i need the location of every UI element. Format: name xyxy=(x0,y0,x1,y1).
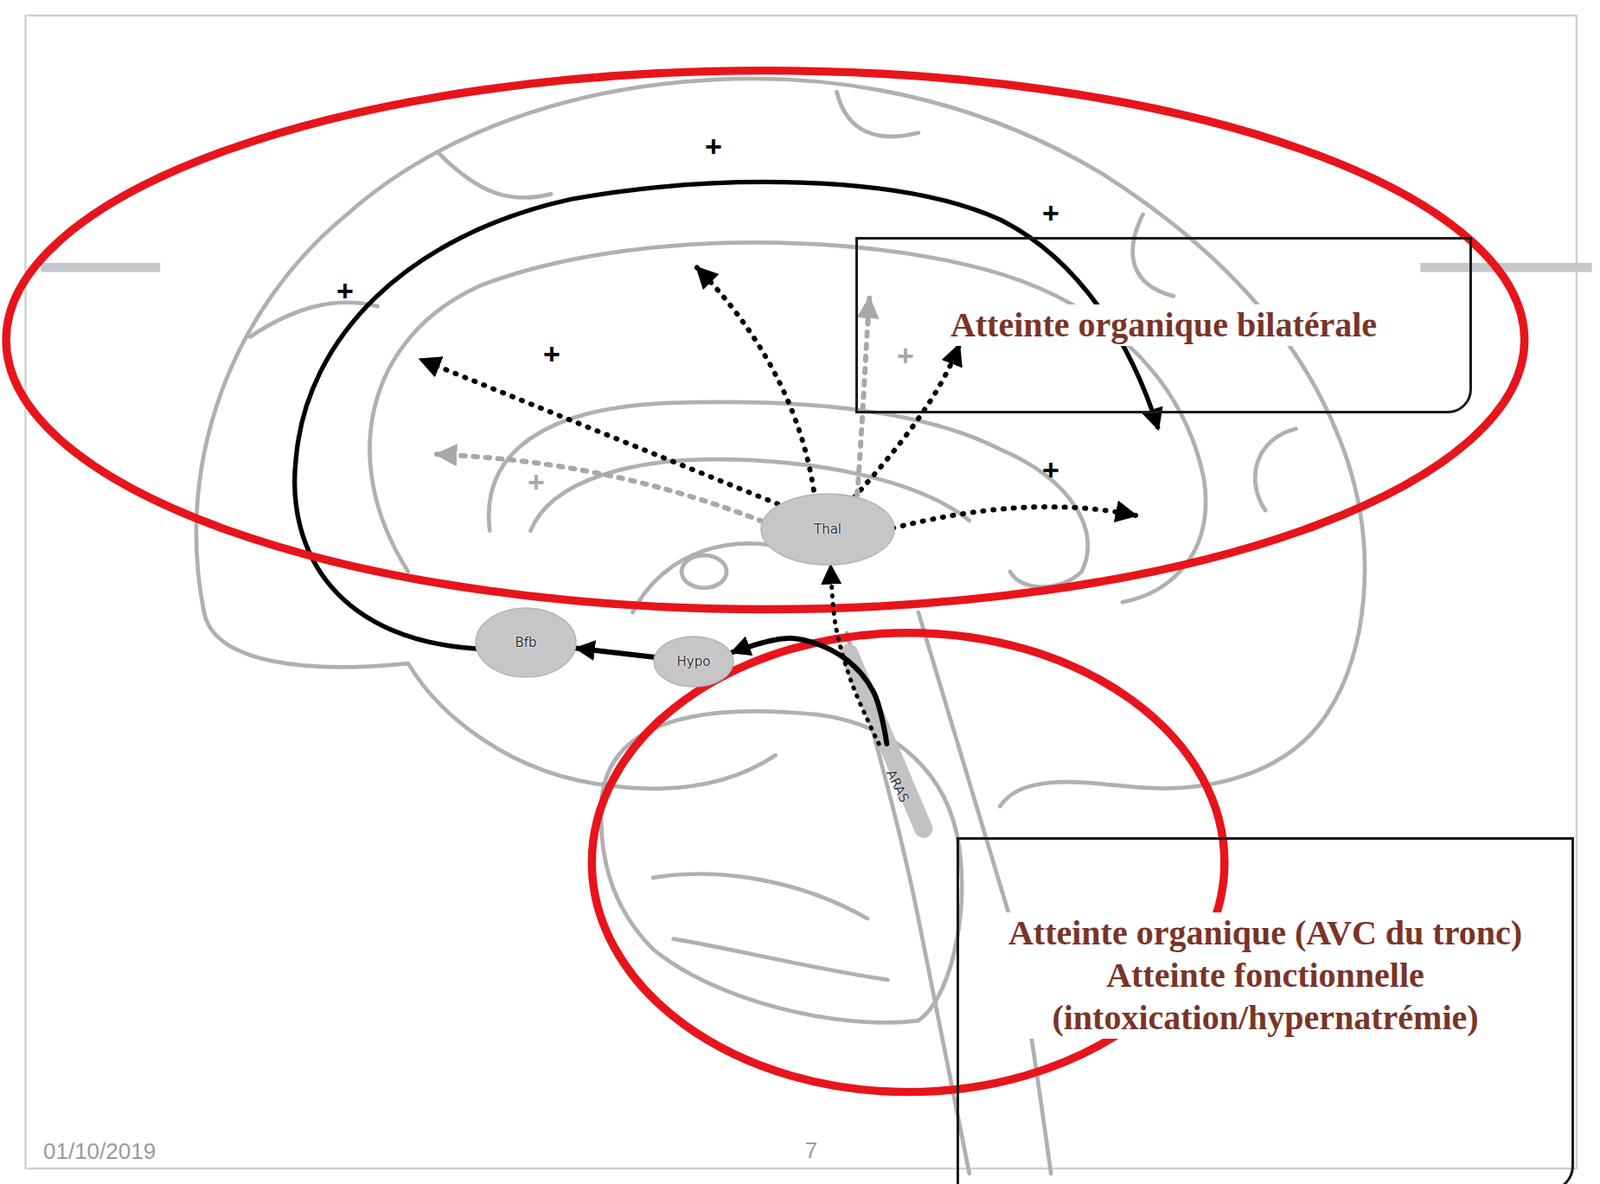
plus-sign: + xyxy=(1042,198,1060,228)
thalamic-projection-grey xyxy=(857,298,870,496)
node-ellipse xyxy=(475,608,576,678)
cerebellum-fold xyxy=(652,874,888,980)
third-ventricle xyxy=(633,543,797,613)
corpus-callosum xyxy=(488,402,1088,588)
plus-sign: + xyxy=(1042,454,1060,485)
structure-label: Bfb xyxy=(514,634,537,651)
hypothalamus-node: Hypo xyxy=(652,635,735,688)
thalamic-projection-grey xyxy=(436,454,787,531)
plus-sign: + xyxy=(527,467,545,497)
node-ellipse xyxy=(761,493,895,565)
slide-rule xyxy=(1420,262,1592,273)
thalamic-projection xyxy=(420,358,807,516)
thalamic-projection xyxy=(883,506,1137,532)
slide-number: 7 xyxy=(805,1139,818,1162)
ventricle xyxy=(681,555,727,589)
callout-box: Atteinte organique (AVC du tronc)Atteint… xyxy=(956,837,1575,1184)
callout-text: Atteinte organique (AVC du tronc) xyxy=(1004,912,1526,955)
cerebrum-outline xyxy=(196,78,1365,807)
callout-text: Atteinte organique bilatérale xyxy=(947,304,1381,347)
corpus-callosum-inner xyxy=(531,459,970,532)
slide-date: 01/10/2019 xyxy=(43,1139,156,1163)
slide-frame xyxy=(25,15,1576,1169)
slide-rule xyxy=(40,262,160,273)
basal-forebrain-node: Bfb xyxy=(474,607,577,679)
highlight-ellipse xyxy=(6,70,1525,610)
callout-box: Atteinte organique bilatérale xyxy=(855,236,1472,414)
activation-arrow xyxy=(576,648,653,658)
connector-group xyxy=(576,565,887,744)
structure-label: Hypo xyxy=(677,653,711,670)
plus-sign: + xyxy=(336,275,354,306)
gyrus-line xyxy=(249,91,1296,511)
node-ellipse xyxy=(653,636,734,687)
callout-text: Atteinte fonctionnelle (intoxication/hyp… xyxy=(985,954,1546,1040)
plus-sign: + xyxy=(543,339,561,369)
structure-label: ARAS xyxy=(883,767,913,806)
structure-label: Thal xyxy=(813,521,842,538)
cingulate-gyrus xyxy=(370,242,1207,602)
activation-arrow xyxy=(731,638,887,744)
plus-sign: + xyxy=(704,131,723,161)
plus-sign: + xyxy=(896,340,915,371)
thalamus-node: Thal xyxy=(760,492,896,566)
activation-dotted-arrow xyxy=(830,565,879,744)
aras-node: ARAS xyxy=(876,743,919,829)
thalamic-projection xyxy=(697,267,817,511)
